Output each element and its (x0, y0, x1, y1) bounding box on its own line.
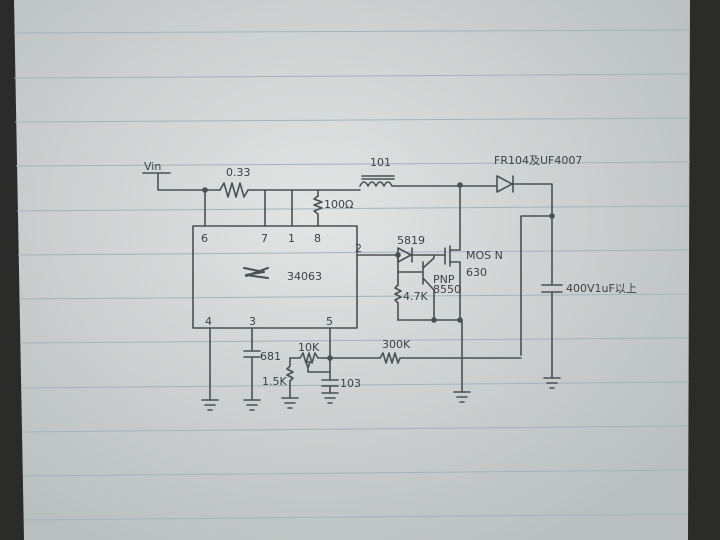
label-r-sense: 0.33 (226, 166, 251, 179)
resistor-300k (379, 352, 522, 364)
label-inductor: 101 (370, 156, 391, 169)
paper-sheet (14, 0, 690, 540)
label-cap-out: 400V1uF以上 (566, 282, 637, 295)
resistor-4.7k (394, 284, 402, 321)
label-pin6: 6 (201, 232, 208, 245)
resistor-1.5k (286, 357, 294, 399)
ground (321, 392, 339, 404)
inductor-101 (359, 175, 395, 187)
label-r-fb-low: 1.5K (262, 375, 287, 388)
label-cap-fb: 103 (340, 377, 361, 390)
label-mosfet-part: 630 (466, 266, 487, 279)
resistor-100 (313, 195, 323, 227)
label-diode-gate: 5819 (397, 234, 425, 247)
label-cap-timing: 681 (260, 350, 281, 363)
label-mosfet: MOS N (466, 249, 503, 262)
capacitor-output (541, 215, 563, 379)
label-pin4: 4 (205, 315, 212, 328)
scribble (243, 267, 269, 279)
resistor-0.33 (219, 182, 249, 198)
ic-34063 (192, 225, 358, 329)
label-r-base: 4.7K (403, 290, 428, 303)
label-pnp: PNP (433, 273, 455, 286)
label-pin7: 7 (261, 232, 268, 245)
label-vin: Vin (144, 160, 161, 173)
label-pnp-part: 8550 (433, 283, 461, 296)
label-ic: 34063 (287, 270, 322, 283)
label-pin2: 2 (355, 242, 362, 255)
ruled-lines (13, 29, 691, 521)
ground (201, 399, 219, 411)
mosfet-n (444, 183, 461, 321)
label-pin3: 3 (249, 315, 256, 328)
label-r-100: 100Ω (324, 198, 353, 211)
ground (281, 397, 299, 409)
ground (243, 399, 261, 411)
label-pot: 10K (298, 341, 320, 354)
ground (453, 391, 471, 403)
labels: Vin 0.33 101 100Ω FR104及UF4007 34063 6 7… (144, 154, 637, 390)
potentiometer-10k (289, 352, 331, 373)
schematic (142, 172, 563, 411)
label-pin5: 5 (326, 315, 333, 328)
label-diode-out: FR104及UF4007 (494, 154, 582, 167)
ground (543, 377, 561, 389)
label-pin8: 8 (314, 232, 321, 245)
pnp-transistor (397, 254, 435, 321)
label-pin1: 1 (288, 232, 295, 245)
label-r-fb: 300K (382, 338, 411, 351)
